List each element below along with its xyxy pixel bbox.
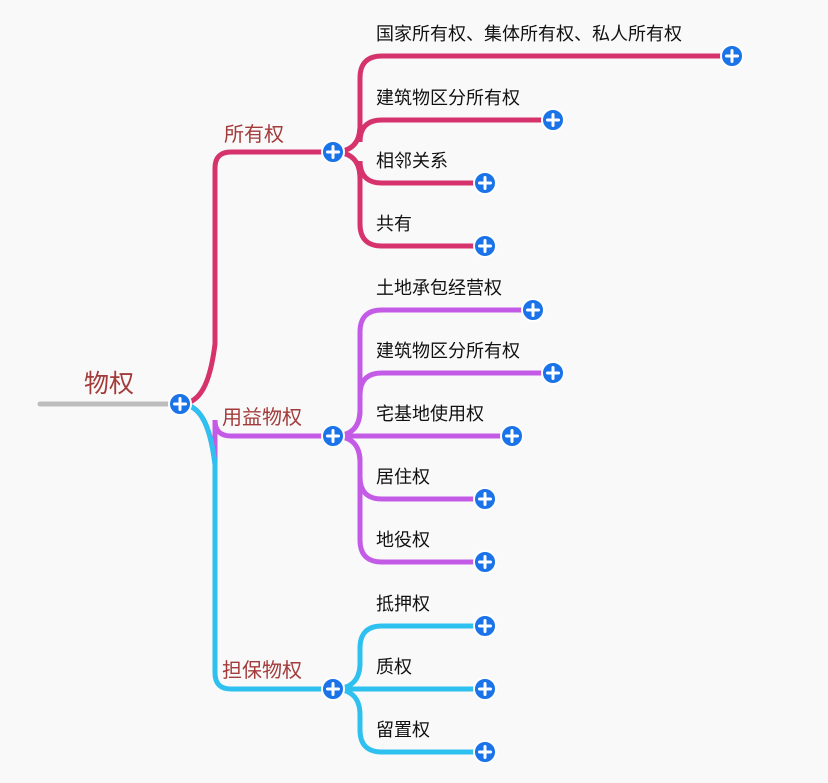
expand-leaf-button[interactable] — [541, 361, 565, 385]
leaf-topic[interactable]: 宅基地使用权 — [376, 404, 484, 425]
expand-leaf-button[interactable] — [473, 740, 497, 764]
leaf-topic[interactable]: 建筑物区分所有权 — [376, 341, 520, 362]
leaf-connector — [330, 117, 556, 155]
leaf-connector — [330, 623, 488, 692]
expand-branch-button-ownership[interactable] — [321, 140, 345, 164]
leaf-topic[interactable]: 建筑物区分所有权 — [376, 88, 520, 109]
expand-leaf-button[interactable] — [500, 424, 524, 448]
branch-topic-security[interactable]: 担保物权 — [222, 658, 302, 682]
expand-leaf-button[interactable] — [473, 614, 497, 638]
expand-branch-button-usufruct[interactable] — [321, 424, 345, 448]
expand-leaf-button[interactable] — [473, 550, 497, 574]
branch-topic-usufruct[interactable]: 用益物权 — [222, 405, 302, 429]
branch-connector-ownership — [177, 149, 336, 407]
branch-connector-security — [177, 401, 336, 692]
leaf-topic[interactable]: 质权 — [376, 657, 412, 678]
leaf-connector — [330, 370, 556, 439]
expand-leaf-button[interactable] — [473, 234, 497, 258]
expand-branch-button-security[interactable] — [321, 677, 345, 701]
leaf-topic[interactable]: 国家所有权、集体所有权、私人所有权 — [376, 24, 682, 45]
leaf-topic[interactable]: 土地承包经营权 — [376, 278, 502, 299]
expand-root-button[interactable] — [168, 392, 192, 416]
root-topic[interactable]: 物权 — [84, 369, 135, 398]
leaf-topic[interactable]: 地役权 — [376, 530, 430, 551]
leaf-connector — [330, 433, 488, 565]
expand-leaf-button[interactable] — [541, 108, 565, 132]
expand-leaf-button[interactable] — [473, 487, 497, 511]
leaf-topic[interactable]: 抵押权 — [376, 594, 430, 615]
expand-leaf-button[interactable] — [720, 44, 744, 68]
leaf-topic[interactable]: 相邻关系 — [376, 151, 448, 172]
expand-leaf-button[interactable] — [473, 171, 497, 195]
leaf-topic[interactable]: 共有 — [376, 214, 412, 235]
branch-topic-ownership[interactable]: 所有权 — [224, 122, 284, 146]
leaf-connector — [330, 149, 488, 249]
expand-leaf-button[interactable] — [473, 677, 497, 701]
leaf-connector — [330, 686, 488, 755]
leaf-topic[interactable]: 留置权 — [376, 720, 430, 741]
leaf-topic[interactable]: 居住权 — [376, 467, 430, 488]
expand-leaf-button[interactable] — [521, 298, 545, 322]
